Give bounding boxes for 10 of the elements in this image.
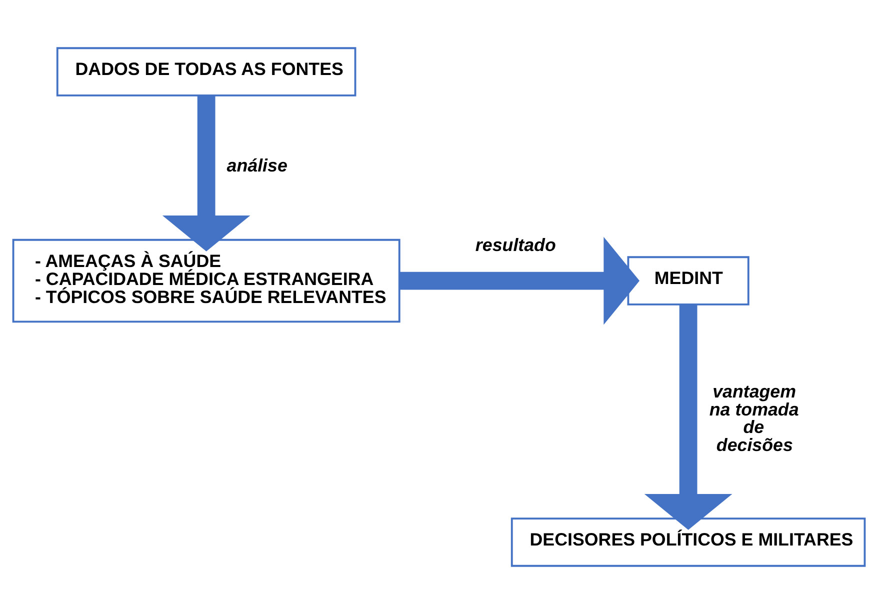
node-box: MEDINT: [627, 256, 750, 306]
edge-label: vantagem na tomada de decisões: [709, 381, 799, 456]
edge-label: análise: [226, 156, 288, 176]
arrow: [400, 236, 640, 325]
edge-label: resultado: [475, 235, 556, 256]
arrow: [162, 96, 250, 252]
arrow: [644, 304, 732, 530]
node-box: DADOS DE TODAS AS FONTES: [56, 47, 356, 96]
node-box: DECISORES POLÍTICOS E MILITARES: [510, 518, 866, 567]
node-box: - AMEAÇAS À SAÚDE - CAPACIDADE MÉDICA ESTRANGEIRA - TÓPICOS SOBRE SAÚDE RELEVANTES: [12, 238, 400, 323]
